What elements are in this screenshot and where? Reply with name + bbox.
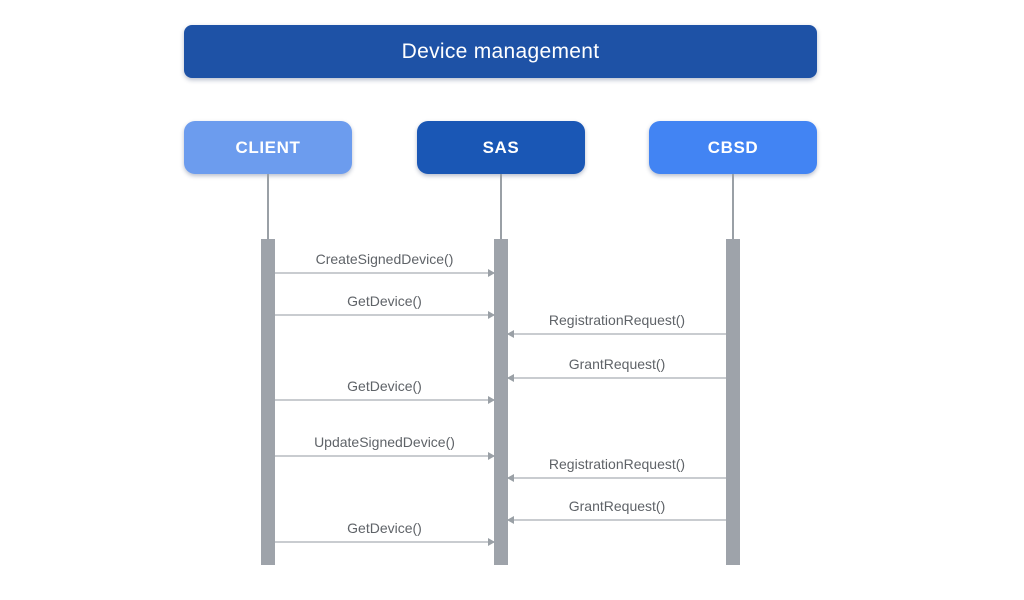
- diagram-title: Device management: [401, 39, 600, 63]
- arrow-right-icon: [275, 311, 495, 319]
- activation-bar-sas: [494, 239, 508, 565]
- arrow-left-icon: [507, 516, 726, 524]
- activation-bar-cbsd: [726, 239, 740, 565]
- actor-label-cbsd: CBSD: [707, 137, 759, 157]
- message-get-device-1: GetDevice(): [275, 293, 495, 319]
- actor-box-client: CLIENT: [184, 121, 352, 174]
- actor-box-sas: SAS: [417, 121, 585, 174]
- message-grant-request-2: GrantRequest(): [507, 498, 726, 524]
- message-get-device-3: GetDevice(): [275, 520, 495, 546]
- message-update-signed-device: UpdateSignedDevice(): [275, 434, 495, 460]
- actor-box-cbsd: CBSD: [649, 121, 817, 174]
- message-label: GrantRequest(): [568, 356, 666, 372]
- message-registration-request-2: RegistrationRequest(): [507, 456, 726, 482]
- message-registration-request-1: RegistrationRequest(): [507, 312, 726, 338]
- message-label: GetDevice(): [347, 378, 422, 394]
- message-label: RegistrationRequest(): [548, 456, 686, 472]
- message-label: RegistrationRequest(): [548, 312, 686, 328]
- lifeline-cbsd: [732, 174, 734, 239]
- arrow-right-icon: [275, 396, 495, 404]
- message-label: GetDevice(): [347, 293, 422, 309]
- message-grant-request-1: GrantRequest(): [507, 356, 726, 382]
- message-get-device-2: GetDevice(): [275, 378, 495, 404]
- message-create-signed-device: CreateSignedDevice(): [275, 251, 495, 277]
- lifeline-client: [267, 174, 269, 239]
- activation-bar-client: [261, 239, 275, 565]
- arrow-left-icon: [507, 374, 726, 382]
- message-label: UpdateSignedDevice(): [314, 434, 455, 450]
- message-label: CreateSignedDevice(): [315, 251, 454, 267]
- arrow-left-icon: [507, 474, 726, 482]
- arrow-right-icon: [275, 452, 495, 460]
- diagram-title-banner: Device management: [184, 25, 817, 78]
- lifeline-sas: [500, 174, 502, 239]
- message-label: GrantRequest(): [568, 498, 666, 514]
- arrow-left-icon: [507, 330, 726, 338]
- message-label: GetDevice(): [347, 520, 422, 536]
- arrow-right-icon: [275, 538, 495, 546]
- actor-label-sas: SAS: [482, 137, 520, 157]
- actor-label-client: CLIENT: [235, 137, 301, 157]
- arrow-right-icon: [275, 269, 495, 277]
